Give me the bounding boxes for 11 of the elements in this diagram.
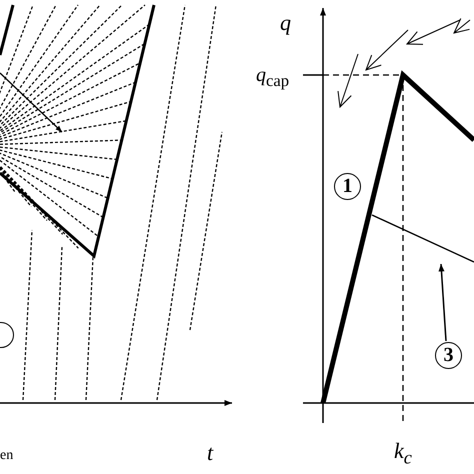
axis-label: t	[207, 440, 214, 466]
callout-circle	[334, 173, 361, 200]
callout-circle	[435, 342, 462, 369]
axis-label: k$_{c}$	[394, 438, 412, 468]
axis-label: q	[280, 10, 291, 36]
axis-label: q$_{cap}$	[256, 64, 290, 91]
arrow	[438, 264, 447, 342]
characteristic-line	[372, 214, 474, 263]
axis-label: en	[0, 448, 14, 464]
callout-number: 1	[342, 175, 352, 198]
callout-number: 3	[444, 344, 454, 367]
